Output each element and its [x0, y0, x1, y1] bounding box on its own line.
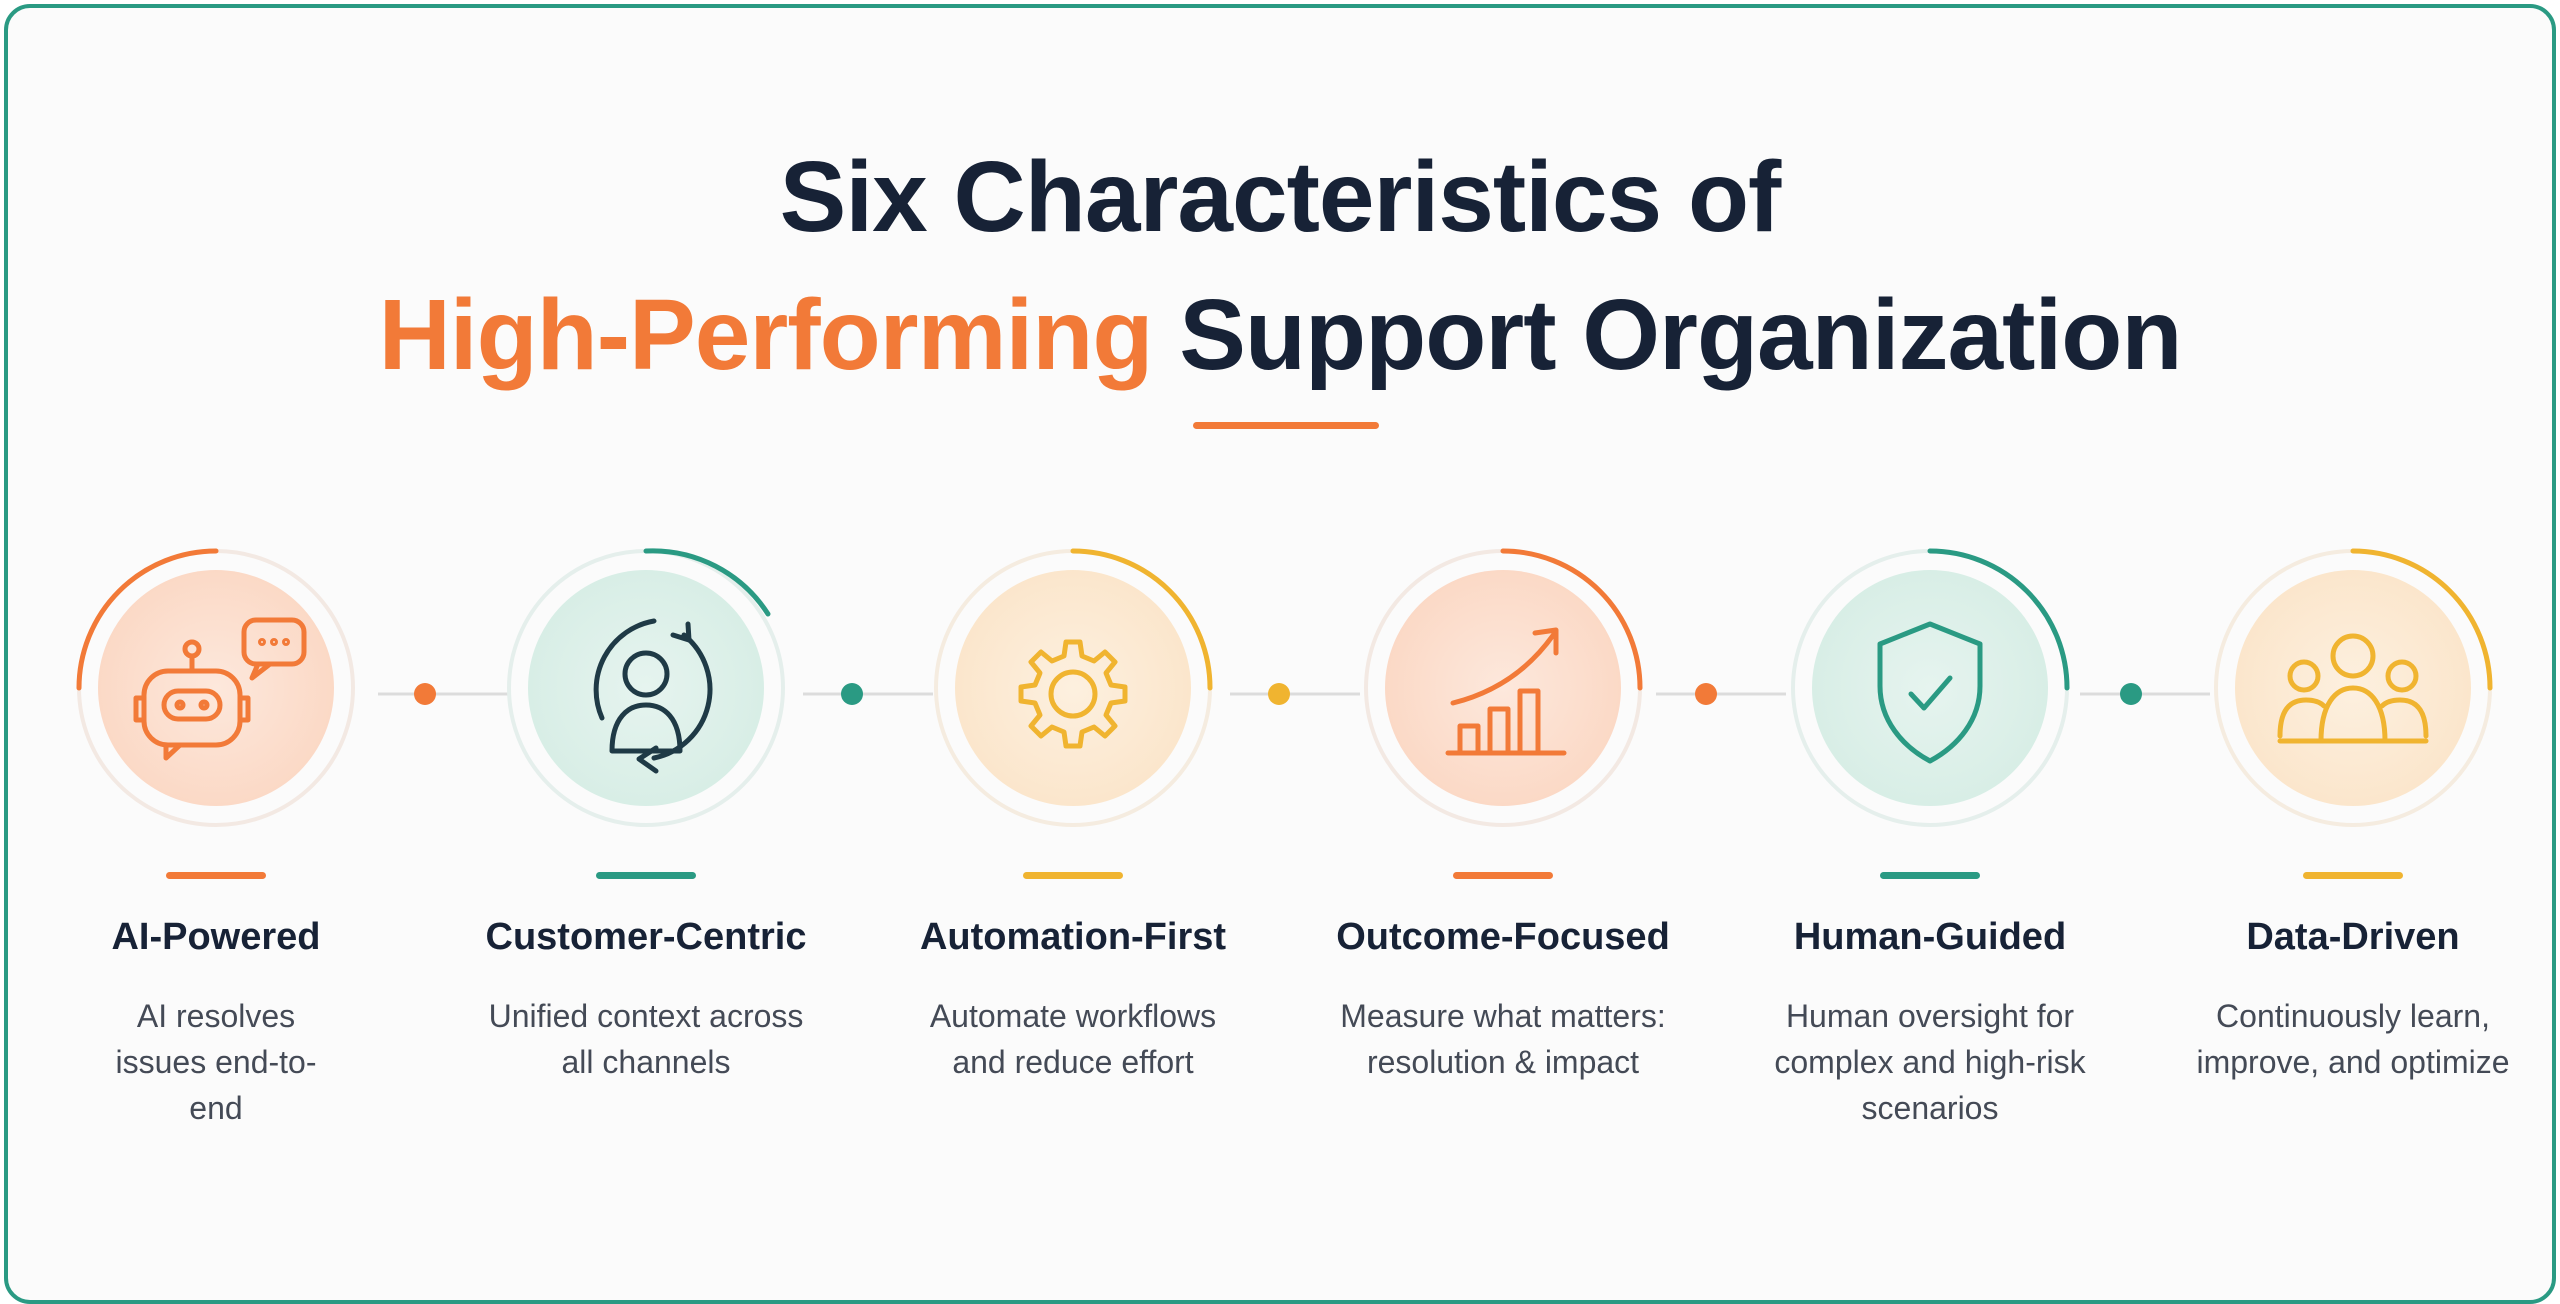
connector-dot [2120, 683, 2142, 705]
growth-chart-icon [1445, 627, 1567, 756]
title-rest: Support Organization [1152, 279, 2182, 391]
characteristic-description: Automate workflows and reduce effort [929, 998, 1217, 1080]
label-rule [1453, 872, 1553, 879]
characteristic-description: AI resolves issues end-to-end [115, 998, 317, 1126]
characteristic-label: Data-Driven [2246, 916, 2460, 958]
characteristic-label: Human-Guided [1793, 916, 2067, 958]
connector-dot [1695, 683, 1717, 705]
customer-cycle-icon [593, 618, 713, 774]
title-line-1: Six Characteristics of [779, 141, 1782, 253]
badge-outcome-focused [1364, 548, 1643, 827]
label-rule [1023, 872, 1123, 879]
characteristic-description: Continuously learn, improve, and optimiz… [2196, 998, 2510, 1080]
characteristic-label: AI-Powered [111, 916, 321, 958]
characteristic-description: Measure what matters: resolution & impac… [1340, 998, 1666, 1080]
page-title: Six Characteristics of High-Performing S… [8, 128, 2552, 404]
label-rule [596, 872, 696, 879]
shield-check-icon [1877, 621, 1983, 764]
title-line-2: High-Performing Support Organization [8, 266, 2552, 404]
team-icon [2277, 633, 2429, 744]
characteristic-label: Customer-Centric [485, 916, 807, 958]
timeline-graphic [76, 548, 2493, 827]
badge-customer-centric [507, 548, 785, 827]
badge-human-guided [1791, 548, 2070, 827]
connector-dot [1268, 683, 1290, 705]
characteristic-label: Automation-First [919, 916, 1227, 958]
characteristic-description: Human oversight for complex and high-ris… [1774, 998, 2086, 1126]
label-rule [2303, 872, 2403, 879]
gear-icon [1018, 639, 1128, 749]
title-underline [1193, 422, 1379, 429]
label-rule [166, 872, 266, 879]
characteristic-description: Unified context across all channels [488, 998, 804, 1080]
infographic-frame: Six Characteristics of High-Performing S… [4, 4, 2556, 1304]
connector-dot [414, 683, 436, 705]
characteristic-label: Outcome-Focused [1336, 916, 1670, 958]
badge-automation-first [934, 548, 1213, 827]
connector-dot [841, 683, 863, 705]
label-rule [1880, 872, 1980, 879]
badge-ai-powered [76, 548, 355, 827]
title-accent: High-Performing [378, 279, 1154, 391]
robot-chat-icon [133, 617, 307, 761]
